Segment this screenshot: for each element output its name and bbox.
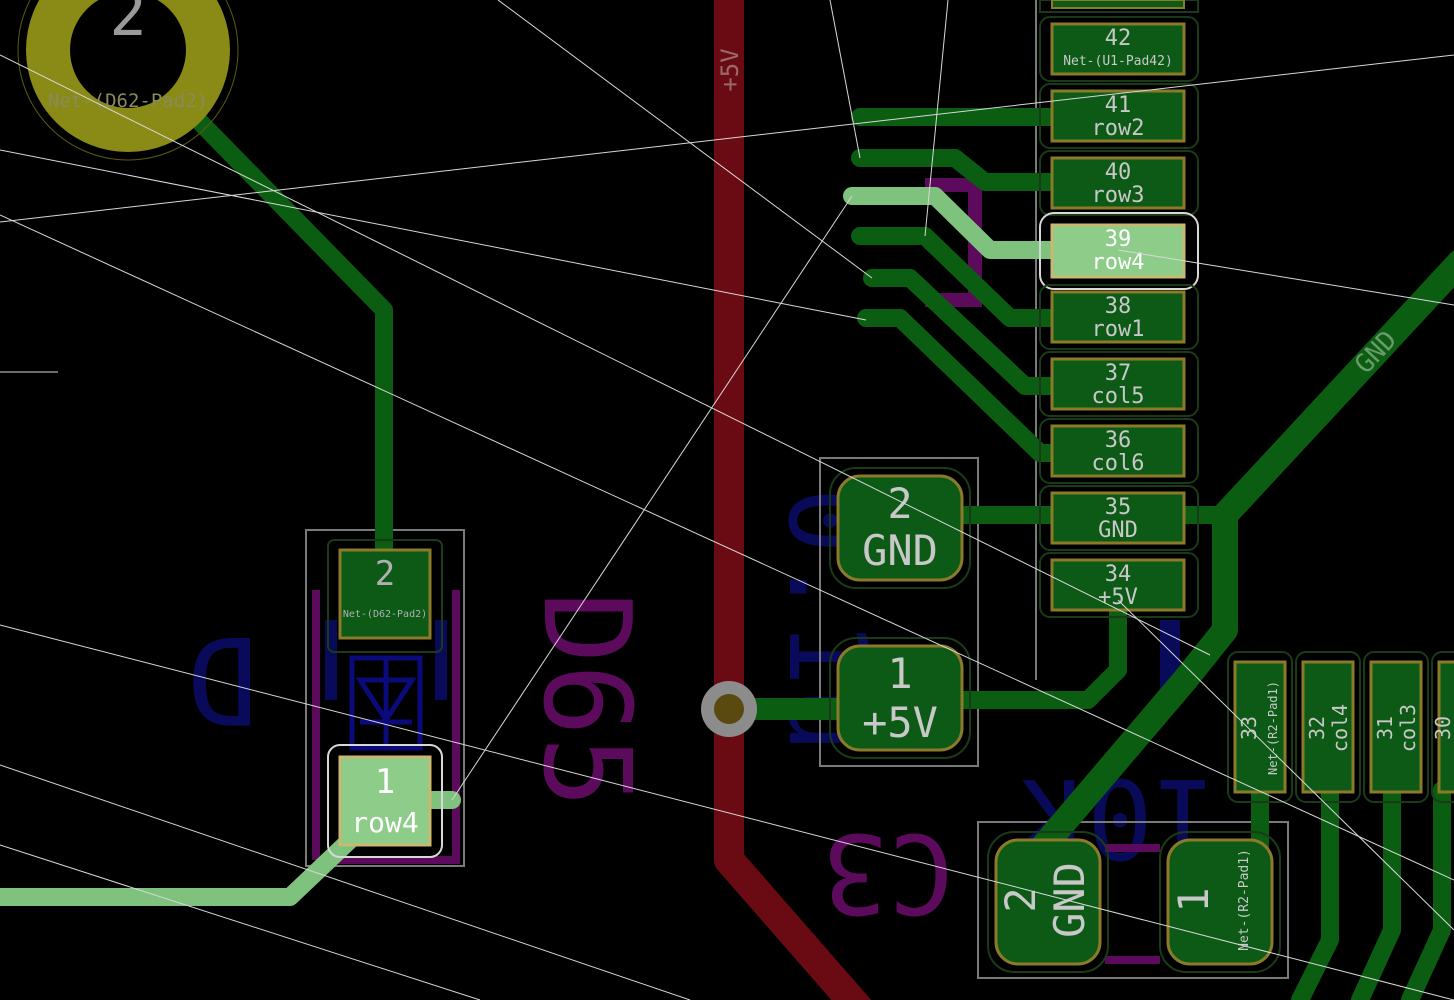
diode-back-silk-text: D — [186, 609, 258, 748]
mcu-pad-40-number: 40 — [1105, 160, 1132, 185]
mcu-pad-39[interactable]: 39 row4 — [1039, 212, 1199, 290]
mcu-pad-32-number: 32 — [1305, 716, 1329, 740]
resistor-pad-2-number: 2 — [996, 887, 1045, 912]
diode-pad-1-number: 1 — [375, 762, 395, 802]
mcu-pad-37-net: col5 — [1092, 384, 1145, 409]
resistor-pad-1-number: 1 — [1169, 887, 1218, 912]
resistor-pad-2[interactable]: 2 GND — [987, 831, 1109, 973]
mcu-pad-35-net: GND — [1098, 518, 1138, 543]
back-copper-5v-trace[interactable] — [714, 0, 872, 1000]
resistor-pad-1-net: Net-(R2-Pad1) — [1237, 849, 1252, 951]
mcu-pad-39-number: 39 — [1105, 227, 1132, 252]
mcu-pad-33-net: Net-(R2-Pad1) — [1266, 681, 1280, 775]
mcu-pad-36[interactable]: 36 col6 — [1039, 418, 1199, 484]
mcu-pad-32[interactable]: 32 col4 — [1295, 651, 1361, 803]
through-hole-pad[interactable]: 2 Net-(D62-Pad2) — [17, 0, 239, 161]
capacitor-pad-2[interactable]: 2 GND — [829, 467, 971, 589]
through-hole-pad-net: Net-(D62-Pad2) — [48, 90, 208, 112]
mcu-pad-35-number: 35 — [1105, 495, 1132, 520]
mcu-pad-34-net: +5V — [1098, 585, 1138, 610]
mcu-pad-35[interactable]: 35 GND — [1039, 485, 1199, 551]
mcu-pad-32-net: col4 — [1328, 704, 1352, 752]
diode-reference-text: D65 — [516, 592, 655, 809]
mcu-pad-37-number: 37 — [1105, 361, 1132, 386]
mcu-pad-36-number: 36 — [1105, 428, 1132, 453]
diode-pad-2[interactable]: 2 Net-(D62-Pad2) — [327, 539, 443, 653]
mcu-pad-42[interactable]: 42 Net-(U1-Pad42) — [1039, 16, 1199, 82]
back-5v-trace-label: +5V — [716, 48, 744, 91]
resistor-pad-1[interactable]: 1 Net-(R2-Pad1) — [1159, 831, 1281, 973]
front-silkscreen: D65 C3 — [312, 178, 1160, 964]
mcu-pad-31[interactable]: 31 col3 — [1363, 651, 1429, 803]
diode-pad-2-net: Net-(D62-Pad2) — [343, 609, 427, 620]
mcu-pad-37[interactable]: 37 col5 — [1039, 351, 1199, 417]
mcu-pad-34[interactable]: 34 +5V — [1039, 552, 1199, 618]
via[interactable] — [701, 681, 757, 737]
mcu-pad-33[interactable]: 33 Net-(R2-Pad1) — [1227, 651, 1293, 803]
mcu-pad-38-number: 38 — [1105, 294, 1132, 319]
capacitor-pad-1[interactable]: 1 +5V — [829, 637, 971, 759]
mcu-pad-41-net: row2 — [1092, 116, 1145, 141]
diode-pad-1[interactable]: 1 row4 — [327, 744, 443, 858]
mcu-pad-30-number: 30 — [1431, 716, 1454, 740]
mcu-pad-40[interactable]: 40 row3 — [1039, 150, 1199, 216]
diode-symbol — [349, 655, 423, 751]
mcu-pad-41[interactable]: 41 row2 — [1039, 83, 1199, 149]
mcu-pad-42-number: 42 — [1105, 26, 1132, 51]
mcu-right-pads[interactable]: 42 Net-(U1-Pad42) 41 row2 40 row3 39 row… — [1039, 0, 1199, 618]
mcu-pad-30[interactable]: 30 — [1431, 651, 1454, 803]
mcu-pad-42-net: Net-(U1-Pad42) — [1063, 54, 1173, 69]
diode-pad-2-number: 2 — [375, 554, 395, 594]
mcu-pad-38[interactable]: 38 row1 — [1039, 284, 1199, 350]
mcu-pad-40-net: row3 — [1092, 183, 1145, 208]
resistor-pad-2-net: GND — [1045, 862, 1094, 938]
mcu-pad-31-net: col3 — [1396, 704, 1420, 752]
mcu-pad-38-net: row1 — [1092, 317, 1145, 342]
capacitor-pad-2-net: GND — [862, 526, 938, 575]
mcu-pad-31-number: 31 — [1373, 716, 1397, 740]
capacitor-reference-text: C3 — [822, 809, 954, 937]
mcu-bottom-pads[interactable]: 33 Net-(R2-Pad1) 32 col4 31 col3 30 — [1227, 651, 1454, 803]
mcu-pad-41-number: 41 — [1105, 93, 1132, 118]
capacitor-pad-1-net: +5V — [862, 698, 938, 747]
mcu-pad-39-net: row4 — [1092, 250, 1145, 275]
mcu-pad-36-net: col6 — [1092, 451, 1145, 476]
diode-pad-1-net: row4 — [351, 806, 418, 839]
capacitor-pad-2-number: 2 — [887, 479, 912, 528]
mcu-pad-34-number: 34 — [1105, 562, 1132, 587]
through-hole-pad-number: 2 — [109, 0, 146, 50]
capacitor-pad-1-number: 1 — [887, 649, 912, 698]
